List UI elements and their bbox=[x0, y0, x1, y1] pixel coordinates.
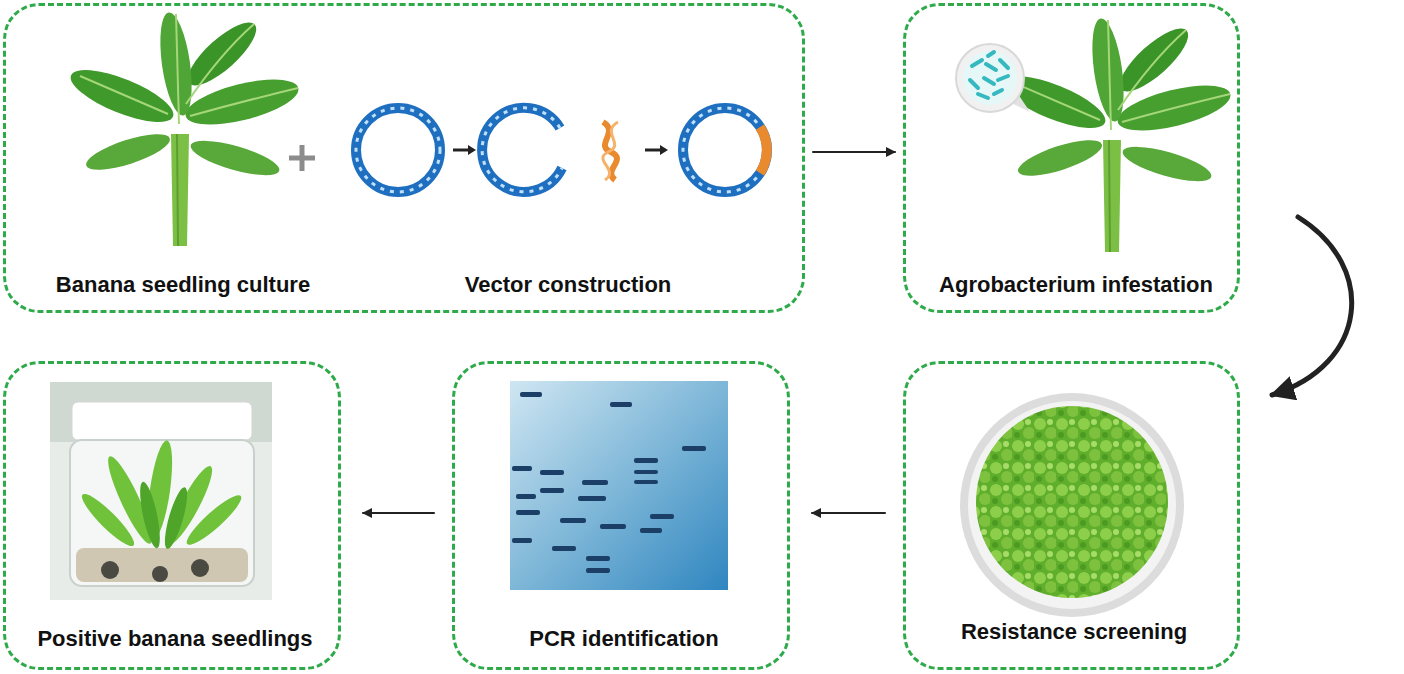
agrobacterium-bubble bbox=[956, 44, 1030, 112]
step-label: Vector construction bbox=[465, 272, 672, 298]
plus-sign bbox=[289, 145, 315, 171]
step-arrow bbox=[468, 145, 476, 155]
flow-arrow bbox=[1272, 217, 1352, 395]
plasmid bbox=[356, 108, 440, 192]
step-arrow bbox=[453, 149, 470, 152]
step-label: Banana seedling culture bbox=[56, 272, 310, 298]
open-plasmid bbox=[482, 108, 562, 192]
dashed-stage-box: Agrobacterium infestation bbox=[903, 3, 1240, 313]
step-label: Agrobacterium infestation bbox=[939, 272, 1213, 298]
petri-dish bbox=[960, 393, 1184, 617]
dna-insert bbox=[603, 122, 618, 180]
flow-arrow bbox=[813, 151, 895, 153]
step-arrow bbox=[645, 149, 662, 152]
dashed-stage-box: Banana seedling culture Vector constructi… bbox=[3, 3, 805, 313]
recombinant-plasmid bbox=[683, 108, 767, 192]
dashed-stage-box: PCR identification bbox=[452, 361, 790, 670]
dashed-stage-box: Resistance screening bbox=[903, 361, 1240, 670]
step-label: Positive banana seedlings bbox=[37, 626, 312, 652]
flow-arrow bbox=[812, 512, 885, 514]
banana-plant bbox=[997, 17, 1235, 252]
step-arrow bbox=[660, 145, 668, 155]
step-label: PCR identification bbox=[529, 626, 718, 652]
dashed-stage-box: Positive banana seedlings bbox=[3, 361, 341, 670]
gel-image bbox=[510, 381, 728, 590]
culture-jar bbox=[50, 382, 272, 600]
flow-arrow bbox=[363, 512, 434, 514]
banana-plant bbox=[65, 11, 303, 246]
step-label: Resistance screening bbox=[961, 619, 1187, 645]
